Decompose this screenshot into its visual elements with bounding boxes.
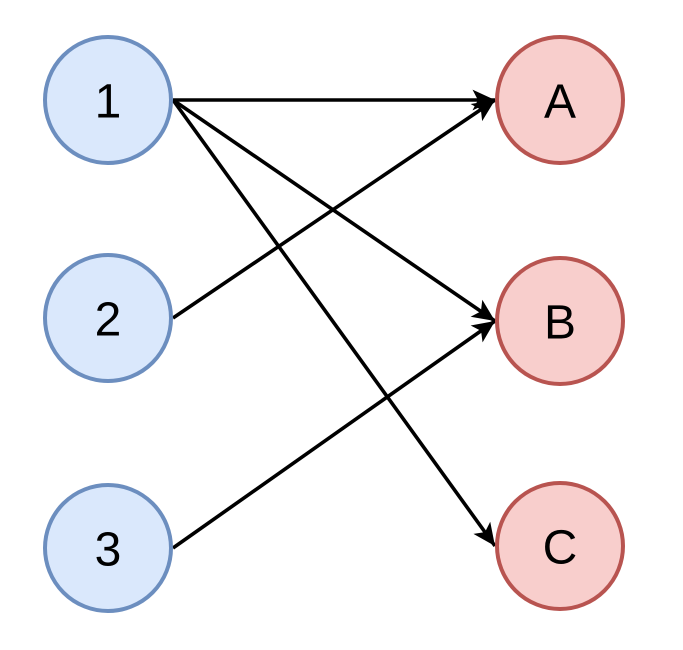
node-A[interactable]: A — [495, 35, 625, 165]
node-1[interactable]: 1 — [43, 35, 173, 165]
node-circle-C[interactable] — [495, 481, 625, 611]
node-circle-1[interactable] — [43, 35, 173, 165]
node-circle-A[interactable] — [495, 35, 625, 165]
node-C[interactable]: C — [495, 481, 625, 611]
node-2[interactable]: 2 — [43, 253, 173, 383]
edge-3-B[interactable] — [171, 319, 497, 550]
edge-2-A[interactable] — [171, 98, 497, 320]
node-circle-B[interactable] — [495, 256, 625, 386]
edge-1-C[interactable] — [171, 98, 497, 548]
node-B[interactable]: B — [495, 256, 625, 386]
node-circle-3[interactable] — [43, 483, 173, 613]
node-3[interactable]: 3 — [43, 483, 173, 613]
edges-layer — [171, 89, 497, 550]
node-circle-2[interactable] — [43, 253, 173, 383]
